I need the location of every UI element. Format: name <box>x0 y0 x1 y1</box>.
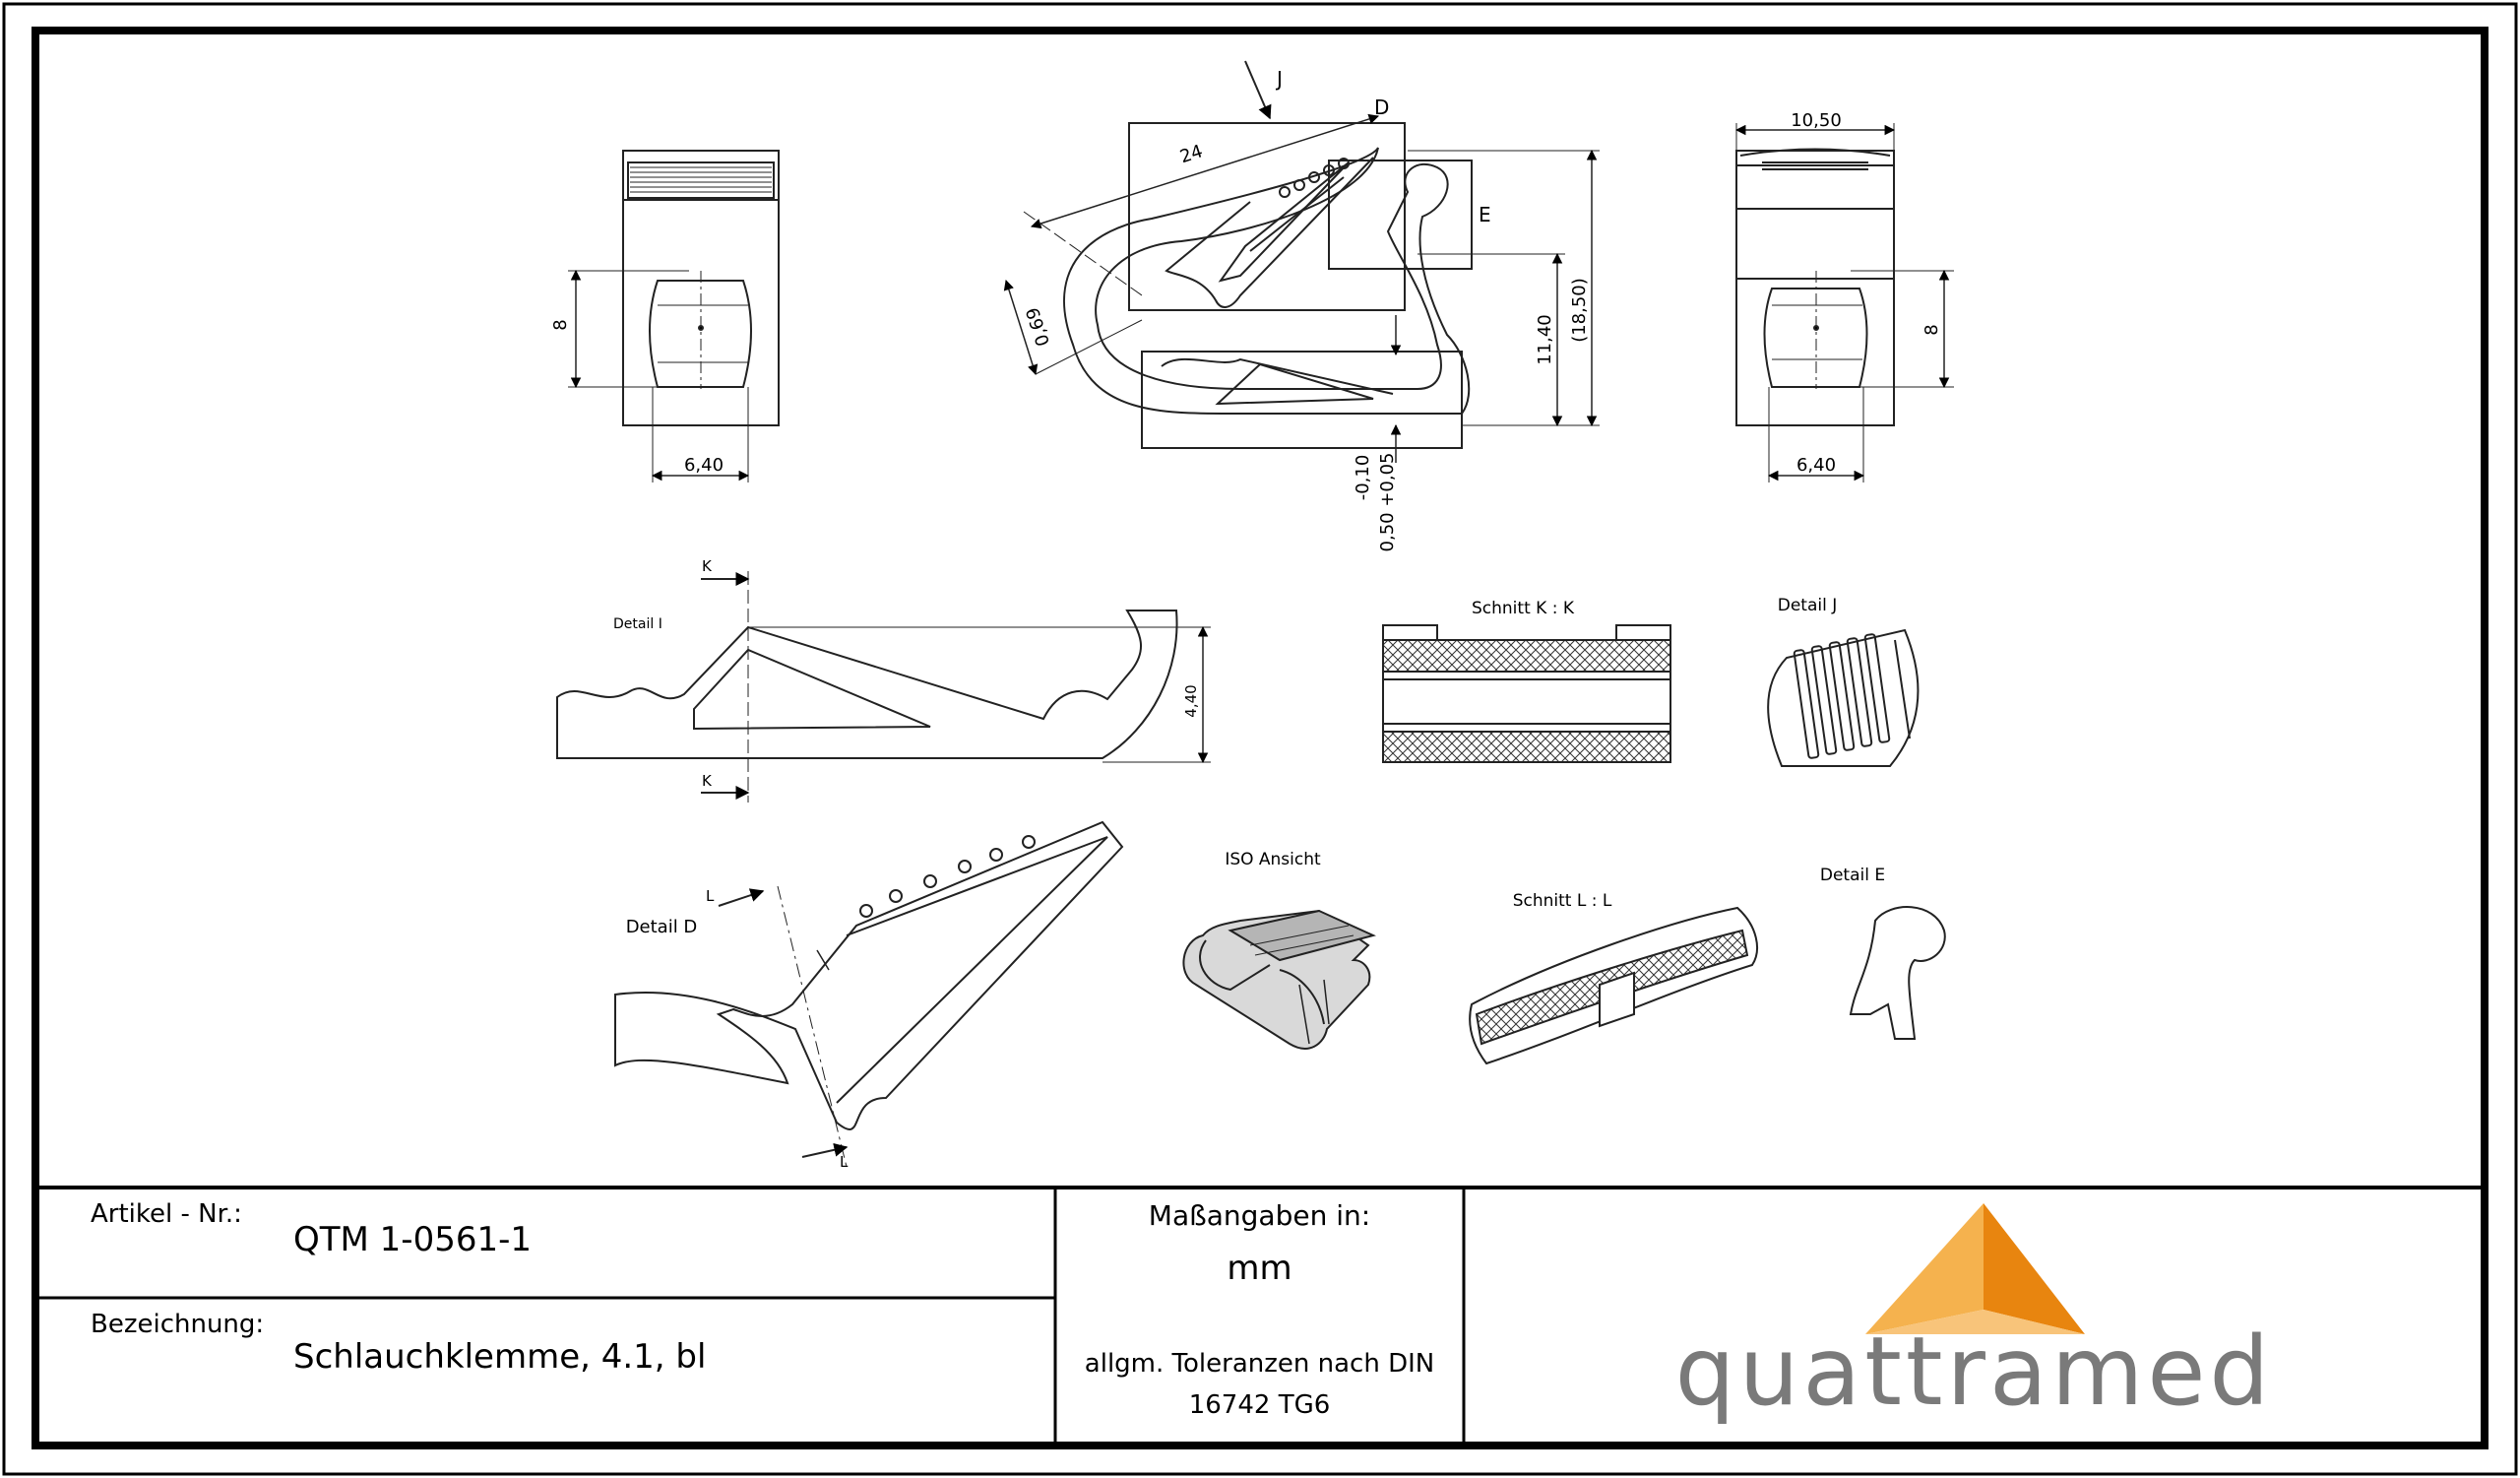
label-detail-j: Detail J <box>1778 596 1838 615</box>
tolerance-line1: allgm. Toleranzen nach DIN <box>1084 1349 1435 1379</box>
dim-gap: 0,69 <box>1023 304 1054 349</box>
dim-side-width: 6,40 <box>1796 455 1836 476</box>
tolerance-line2: 16742 TG6 <box>1188 1390 1331 1420</box>
section-kk-view <box>1382 624 1671 763</box>
marker-k-top: K <box>702 557 713 575</box>
marker-l-top: L <box>706 887 715 905</box>
dim-detail-i-height: 4,40 <box>1182 684 1200 717</box>
dim-side-height: 8 <box>1922 324 1942 335</box>
inner-frame <box>32 27 2488 1449</box>
article-label: Artikel - Nr.: <box>91 1199 242 1229</box>
logo-text: quattramed <box>1674 1317 2274 1427</box>
units-value: mm <box>1227 1249 1292 1288</box>
title-block-grid <box>35 1186 2485 1446</box>
detail-j-view <box>1767 628 1920 767</box>
units-label: Maßangaben in: <box>1148 1199 1371 1232</box>
label-detail-d: Detail D <box>626 917 698 937</box>
detail-i-view <box>556 571 1211 803</box>
detail-e-view <box>1849 906 1946 1040</box>
side-view <box>1734 123 1954 482</box>
main-view <box>1003 60 1600 463</box>
marker-k-bottom: K <box>702 772 713 790</box>
designation-label: Bezeichnung: <box>91 1310 265 1339</box>
iso-view <box>1182 909 1376 1050</box>
quattramed-logo-icon <box>1865 1203 2085 1334</box>
dim-tol-top: -0,10 <box>1353 455 1373 501</box>
section-ll-view <box>1469 906 1758 1065</box>
detail-d-view <box>614 820 1124 1168</box>
dim-front-width: 6,40 <box>684 455 724 476</box>
designation-value: Schlauchklemme, 4.1, bl <box>293 1337 707 1377</box>
label-detail-e: Detail E <box>1820 866 1885 885</box>
marker-d: D <box>1374 96 1389 119</box>
dim-height-total: (18,50) <box>1569 278 1590 343</box>
label-section-kk: Schnitt K : K <box>1472 599 1575 618</box>
dim-angle-len: 24 <box>1177 141 1205 167</box>
dim-height-inner: 11,40 <box>1535 314 1555 365</box>
marker-l-bottom: L <box>840 1153 849 1171</box>
label-iso: ISO Ansicht <box>1225 850 1321 869</box>
label-section-ll: Schnitt L : L <box>1513 891 1612 911</box>
front-view <box>568 150 780 482</box>
article-value: QTM 1-0561-1 <box>293 1220 533 1259</box>
marker-j: J <box>1275 67 1283 91</box>
label-detail-i: Detail I <box>613 616 662 632</box>
dim-side-top: 10,50 <box>1791 110 1842 131</box>
dim-front-height: 8 <box>550 319 571 330</box>
dim-tol-bottom: 0,50 +0,05 <box>1377 453 1398 552</box>
marker-e: E <box>1479 203 1491 226</box>
